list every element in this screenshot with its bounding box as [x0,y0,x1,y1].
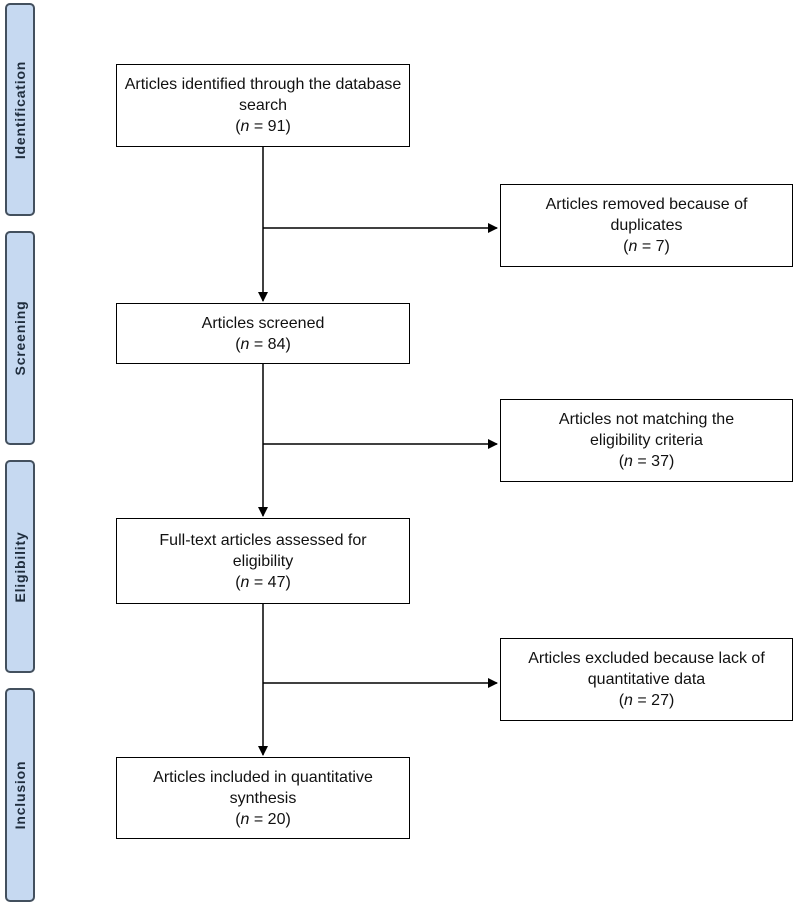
box-fulltext-assessed: Full-text articles assessed for eligibil… [116,518,410,604]
box-text: Articles screened [201,314,325,332]
box-text: Articles included in quantitative synthe… [153,768,373,807]
box-text: Articles removed because of duplicates [545,196,748,234]
box-text: Articles excluded because lack of quanti… [528,650,765,688]
stage-eligibility: Eligibility [5,460,35,673]
box-screened: Articles screened (n = 84) [116,303,410,364]
box-text: Full-text articles assessed for eligibil… [159,531,367,570]
box-text: Articles identified through the database… [124,76,402,114]
box-count: (n = 84) [235,335,291,353]
stage-identification: Identification [5,3,35,216]
box-excluded-no-quant: Articles excluded because lack of quanti… [500,638,793,721]
box-included: Articles included in quantitative synthe… [116,757,410,839]
stage-screening: Screening [5,231,35,445]
box-count: (n = 47) [235,573,291,591]
box-count: (n = 37) [618,453,675,470]
box-count: (n = 91) [235,118,291,135]
box-count: (n = 7) [623,238,670,255]
box-count: (n = 20) [235,810,291,828]
stage-inclusion: Inclusion [5,688,35,902]
box-count: (n = 27) [618,692,675,709]
box-text: Articles not matching the eligibility cr… [558,411,735,449]
box-not-matching-criteria: Articles not matching the eligibility cr… [500,399,793,482]
box-identified: Articles identified through the database… [116,64,410,147]
box-duplicates-removed: Articles removed because of duplicates (… [500,184,793,267]
